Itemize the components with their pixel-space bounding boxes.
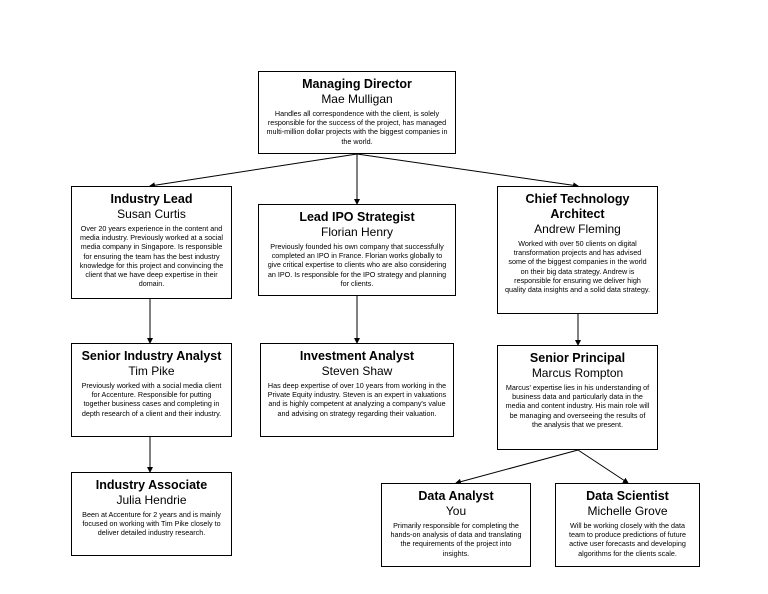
node-description: Handles all correspondence with the clie… <box>266 109 448 146</box>
node-chief-technology-architect: Chief Technology Architect Andrew Flemin… <box>497 186 658 314</box>
node-name: Susan Curtis <box>117 207 186 221</box>
node-investment-analyst: Investment Analyst Steven Shaw Has deep … <box>260 343 454 437</box>
node-name: Steven Shaw <box>321 364 393 378</box>
node-description: Has deep expertise of over 10 years from… <box>267 381 447 418</box>
node-description: Marcus' expertise lies in his understand… <box>505 383 650 429</box>
node-name: Mae Mulligan <box>321 92 393 106</box>
link-senior-principal-data-analyst <box>455 449 579 485</box>
node-role: Data Analyst <box>418 489 494 503</box>
node-description: Been at Accenture for 2 years and is mai… <box>82 510 221 538</box>
node-name: Florian Henry <box>320 225 394 239</box>
node-industry-associate: Industry Associate Julia Hendrie Been at… <box>71 472 232 556</box>
node-role: Industry Lead <box>110 192 193 206</box>
node-role: Chief Technology Architect <box>525 192 630 221</box>
node-industry-lead: Industry Lead Susan Curtis Over 20 years… <box>71 186 232 299</box>
node-name: Andrew Fleming <box>534 222 621 236</box>
node-lead-ipo-strategist: Lead IPO Strategist Florian Henry Previo… <box>258 204 456 296</box>
link-senior-principal-data-scientist <box>577 449 629 484</box>
node-description: Previously founded his own company that … <box>267 242 447 288</box>
node-name: Marcus Rompton <box>531 366 624 380</box>
node-role: Investment Analyst <box>299 349 415 363</box>
node-role: Data Scientist <box>586 489 669 503</box>
node-description: Will be working closely with the data te… <box>568 521 687 558</box>
node-role: Managing Director <box>302 77 412 91</box>
node-data-scientist: Data Scientist Michelle Grove Will be wo… <box>555 483 700 567</box>
node-name: Michelle Grove <box>587 504 668 518</box>
node-name: You <box>445 504 467 518</box>
node-description: Over 20 years experience in the content … <box>79 224 224 289</box>
node-description: Worked with over 50 clients on digital t… <box>505 239 650 295</box>
node-senior-industry-analyst: Senior Industry Analyst Tim Pike Previou… <box>71 343 232 437</box>
node-managing-director: Managing Director Mae Mulligan Handles a… <box>258 71 456 154</box>
node-role: Senior Industry Analyst <box>81 349 222 363</box>
node-data-analyst: Data Analyst You Primarily responsible f… <box>381 483 531 567</box>
node-role: Senior Principal <box>529 351 626 365</box>
link-md-cto <box>356 153 579 189</box>
node-senior-principal: Senior Principal Marcus Rompton Marcus' … <box>497 345 658 450</box>
node-description: Previously worked with a social media cl… <box>81 381 222 418</box>
link-md-industry-lead <box>149 153 358 189</box>
node-role: Lead IPO Strategist <box>299 210 415 224</box>
node-description: Primarily responsible for completing the… <box>390 521 522 558</box>
node-name: Julia Hendrie <box>116 493 187 507</box>
node-role: Industry Associate <box>95 478 208 492</box>
node-name: Tim Pike <box>128 364 175 378</box>
